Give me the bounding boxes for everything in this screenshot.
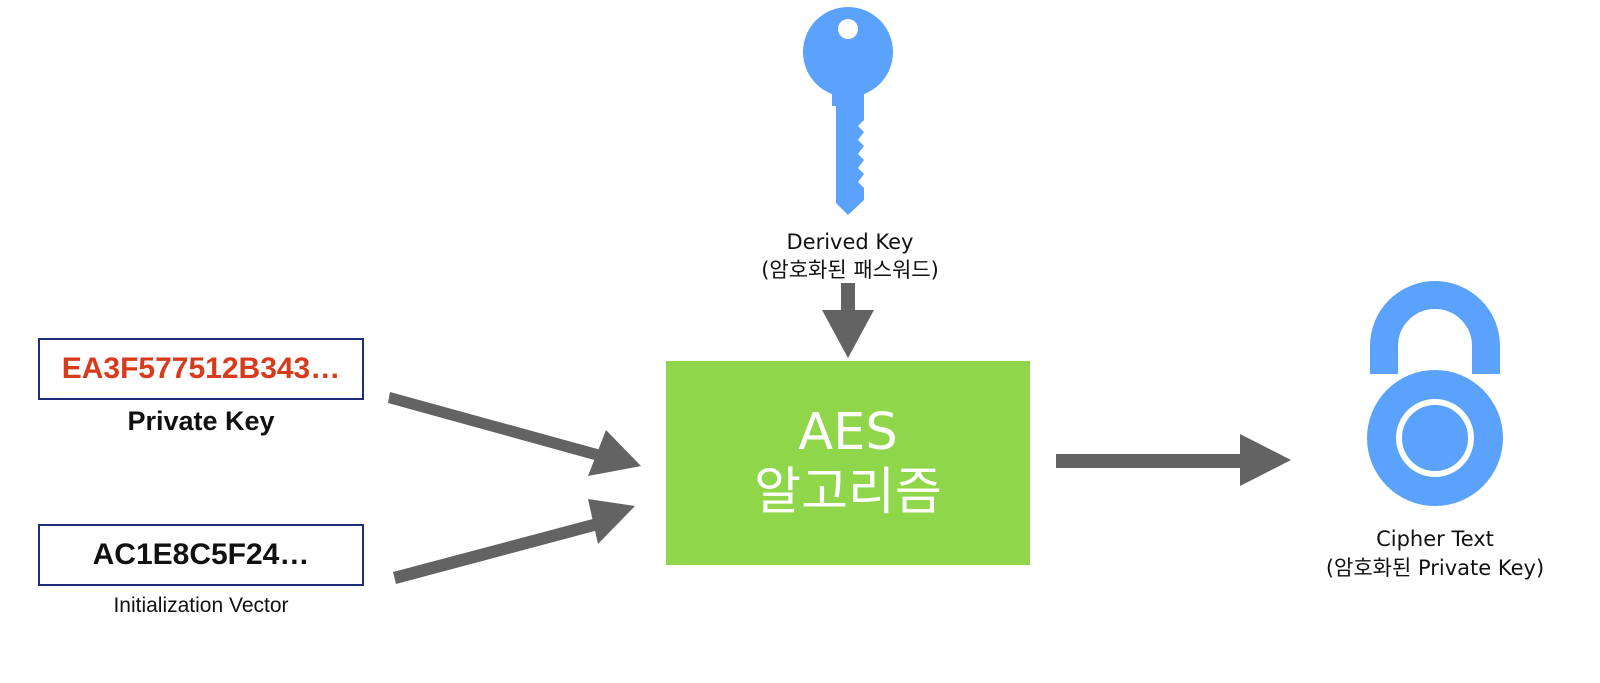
cipher-text-title: Cipher Text: [1376, 527, 1494, 551]
key-icon: [803, 7, 893, 215]
arrow-derived-key-to-aes: [822, 283, 874, 358]
aes-algorithm-box: AES 알고리즘: [666, 361, 1030, 565]
derived-key-label: Derived Key (암호화된 패스워드): [700, 228, 1000, 284]
lock-icon: [1367, 281, 1503, 506]
arrow-private-key-to-aes: [388, 392, 641, 476]
initialization-vector-value: AC1E8C5F24…: [92, 538, 310, 571]
arrow-iv-to-aes: [393, 499, 635, 584]
aes-subtitle: 알고리즘: [754, 463, 942, 522]
initialization-vector-box: AC1E8C5F24…: [38, 524, 364, 586]
cipher-text-subtitle: (암호화된 Private Key): [1325, 556, 1545, 580]
private-key-value: EA3F577512B343…: [61, 352, 341, 385]
derived-key-title: Derived Key: [786, 230, 914, 254]
initialization-vector-label: Initialization Vector: [113, 594, 289, 617]
aes-title: AES: [798, 403, 898, 462]
derived-key-subtitle: (암호화된 패스워드): [761, 258, 939, 282]
private-key-box: EA3F577512B343…: [38, 338, 364, 400]
private-key-label: Private Key: [127, 406, 275, 436]
cipher-text-label: Cipher Text (암호화된 Private Key): [1290, 525, 1580, 583]
arrow-aes-to-cipher: [1056, 434, 1291, 486]
